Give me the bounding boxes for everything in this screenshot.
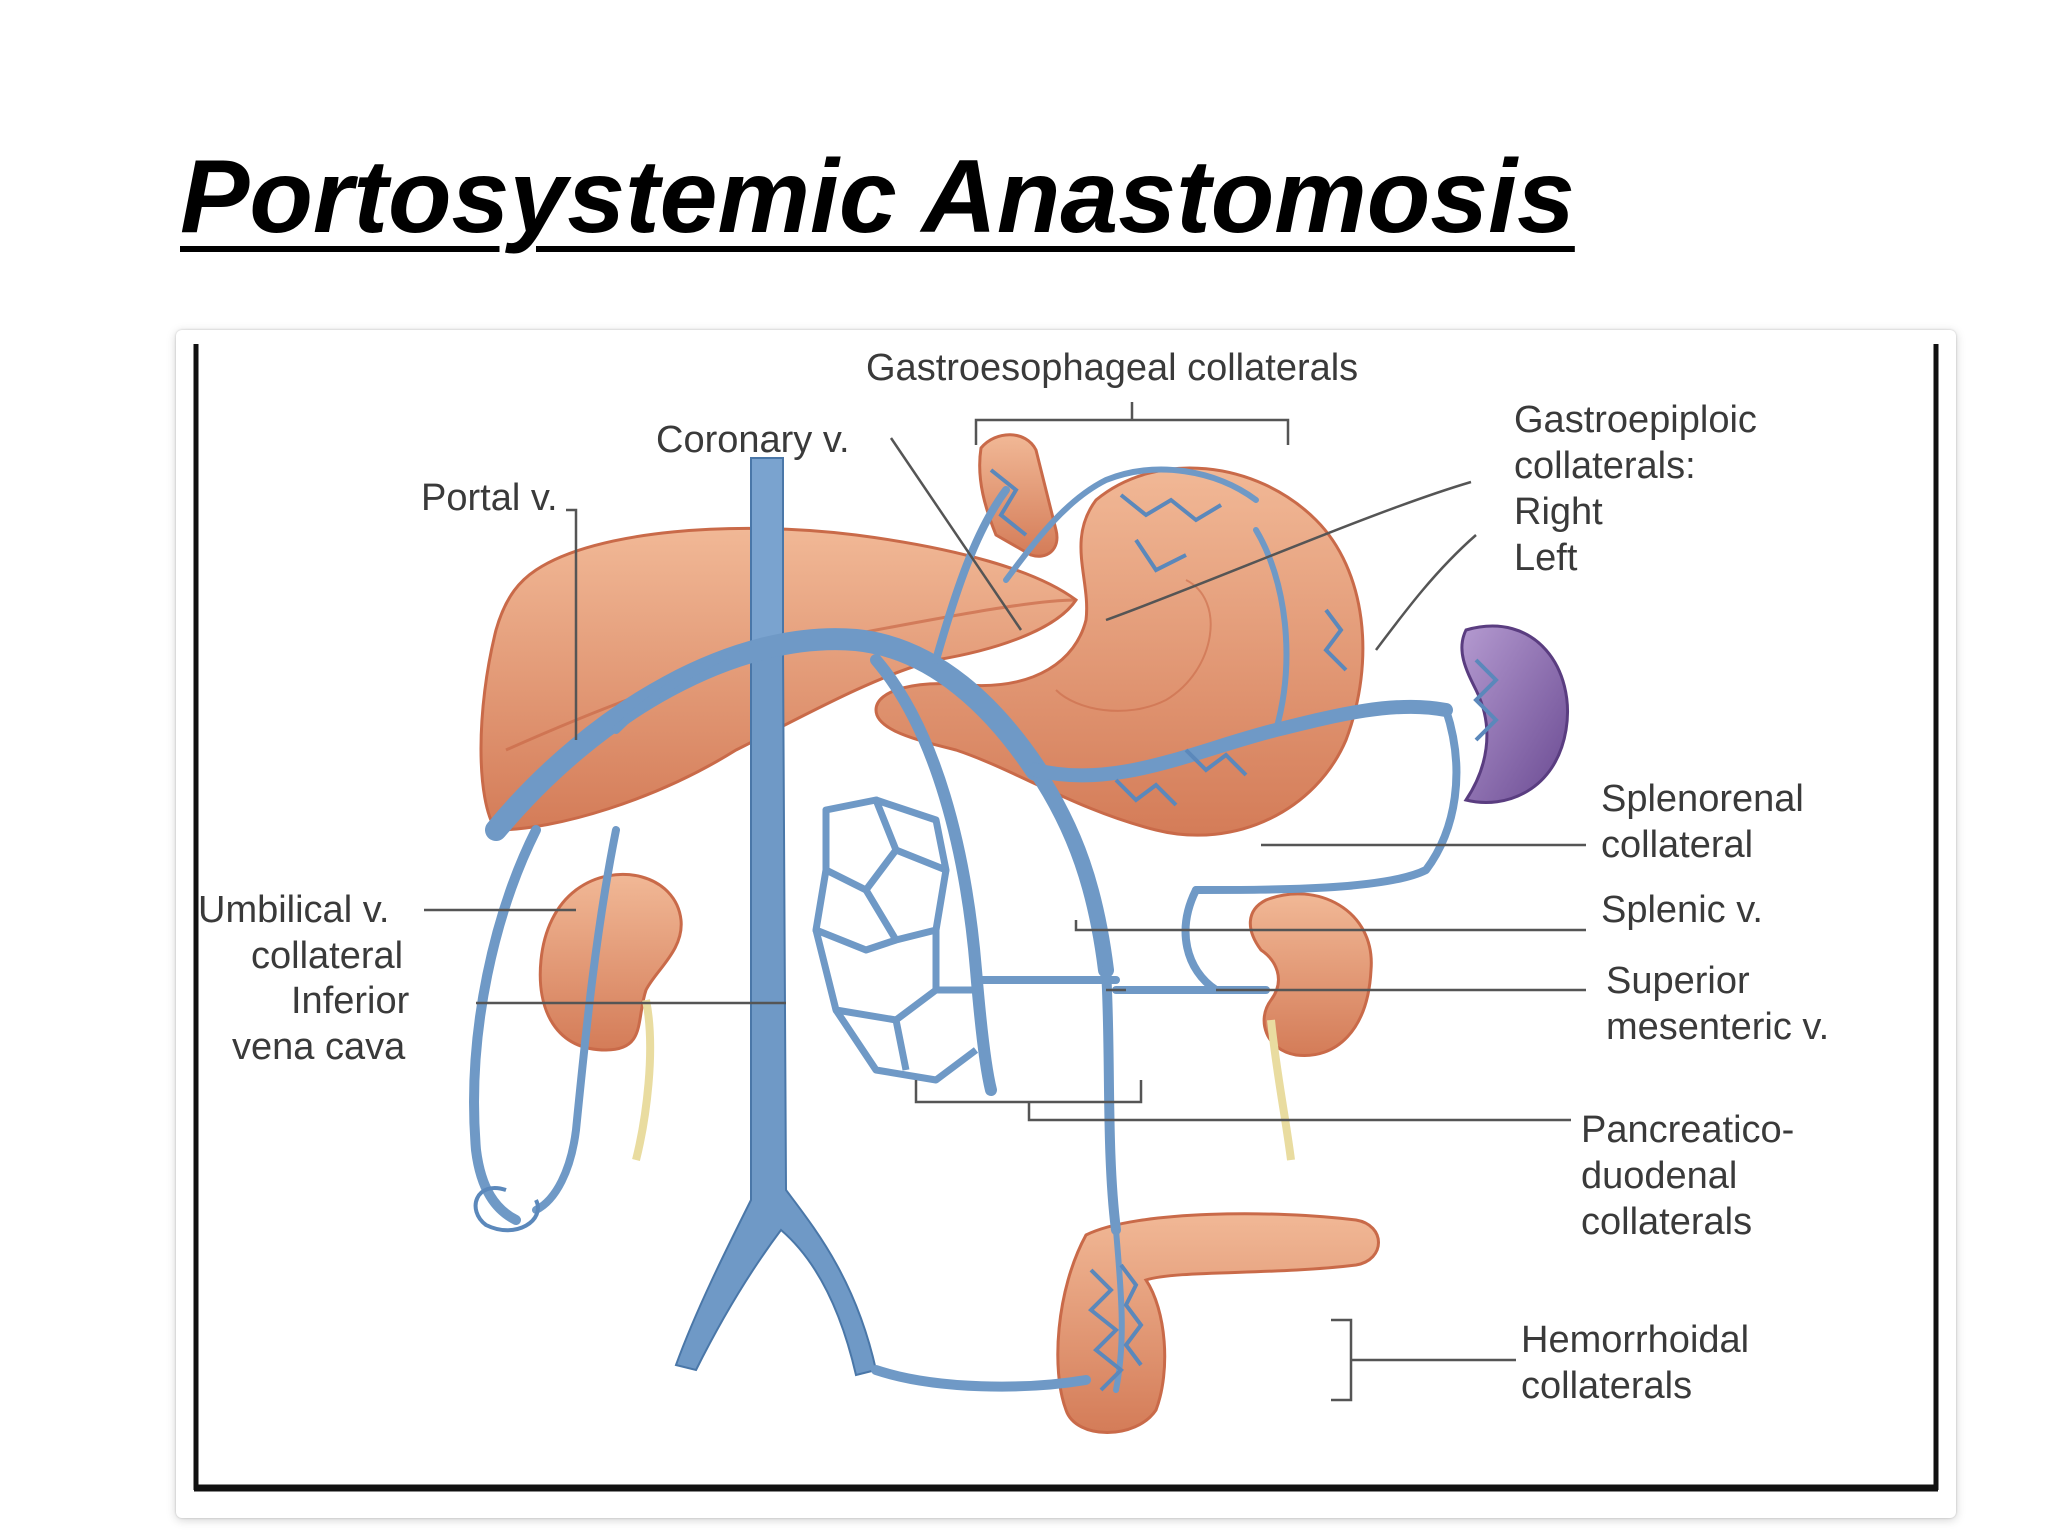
- ivc-upper: [750, 457, 784, 659]
- label-splenorenal-1: Splenorenal: [1601, 778, 1804, 820]
- label-ivc-2: vena cava: [232, 1026, 406, 1068]
- label-left: Left: [1514, 537, 1578, 579]
- kidney-left: [538, 873, 683, 1052]
- label-pancreatico-2: duodenal: [1581, 1155, 1737, 1197]
- label-coronary: Coronary v.: [656, 419, 850, 461]
- slide-title: Portosystemic Anastomosis: [180, 139, 1575, 255]
- label-portal: Portal v.: [421, 477, 558, 519]
- portosystemic-diagram: Gastroesophageal collaterals Coronary v.…: [193, 344, 1939, 1492]
- esophagus: [978, 433, 1059, 558]
- label-gastroepiploic-2: collaterals:: [1514, 445, 1696, 487]
- label-ivc-1: Inferior: [291, 980, 410, 1022]
- label-pancreatico-1: Pancreatico-: [1581, 1109, 1794, 1151]
- label-gastroesophageal: Gastroesophageal collaterals: [866, 347, 1358, 389]
- vein-network: [469, 466, 1461, 1393]
- ureter-right: [1267, 1019, 1295, 1161]
- label-gastroepiploic-1: Gastroepiploic: [1514, 399, 1757, 441]
- ureter-left: [632, 999, 655, 1161]
- label-hemorrhoidal-1: Hemorrhoidal: [1521, 1319, 1749, 1361]
- pancreaticoduodenal-net: [812, 796, 979, 1084]
- label-splenic: Splenic v.: [1601, 889, 1763, 931]
- label-splenorenal-2: collateral: [1601, 824, 1753, 866]
- label-sup-mes-1: Superior: [1606, 960, 1750, 1002]
- figure-card: Gastroesophageal collaterals Coronary v.…: [176, 330, 1956, 1518]
- label-hemorrhoidal-2: collaterals: [1521, 1365, 1692, 1407]
- small-collaterals: [473, 468, 1499, 1392]
- diagram-labels: Gastroesophageal collaterals Coronary v.…: [198, 347, 1829, 1407]
- stomach-inner: [1055, 579, 1212, 712]
- label-umbilical-2: collateral: [251, 935, 403, 977]
- label-umbilical-1: Umbilical v.: [198, 889, 389, 931]
- label-sup-mes-2: mesenteric v.: [1606, 1006, 1829, 1048]
- leader-lines: [424, 402, 1586, 1402]
- inferior-vena-cava: [674, 649, 878, 1377]
- label-right: Right: [1514, 491, 1603, 533]
- label-pancreatico-3: collaterals: [1581, 1201, 1752, 1243]
- rectum: [1056, 1212, 1380, 1434]
- spleen: [1460, 624, 1569, 804]
- kidney-right: [1248, 892, 1373, 1058]
